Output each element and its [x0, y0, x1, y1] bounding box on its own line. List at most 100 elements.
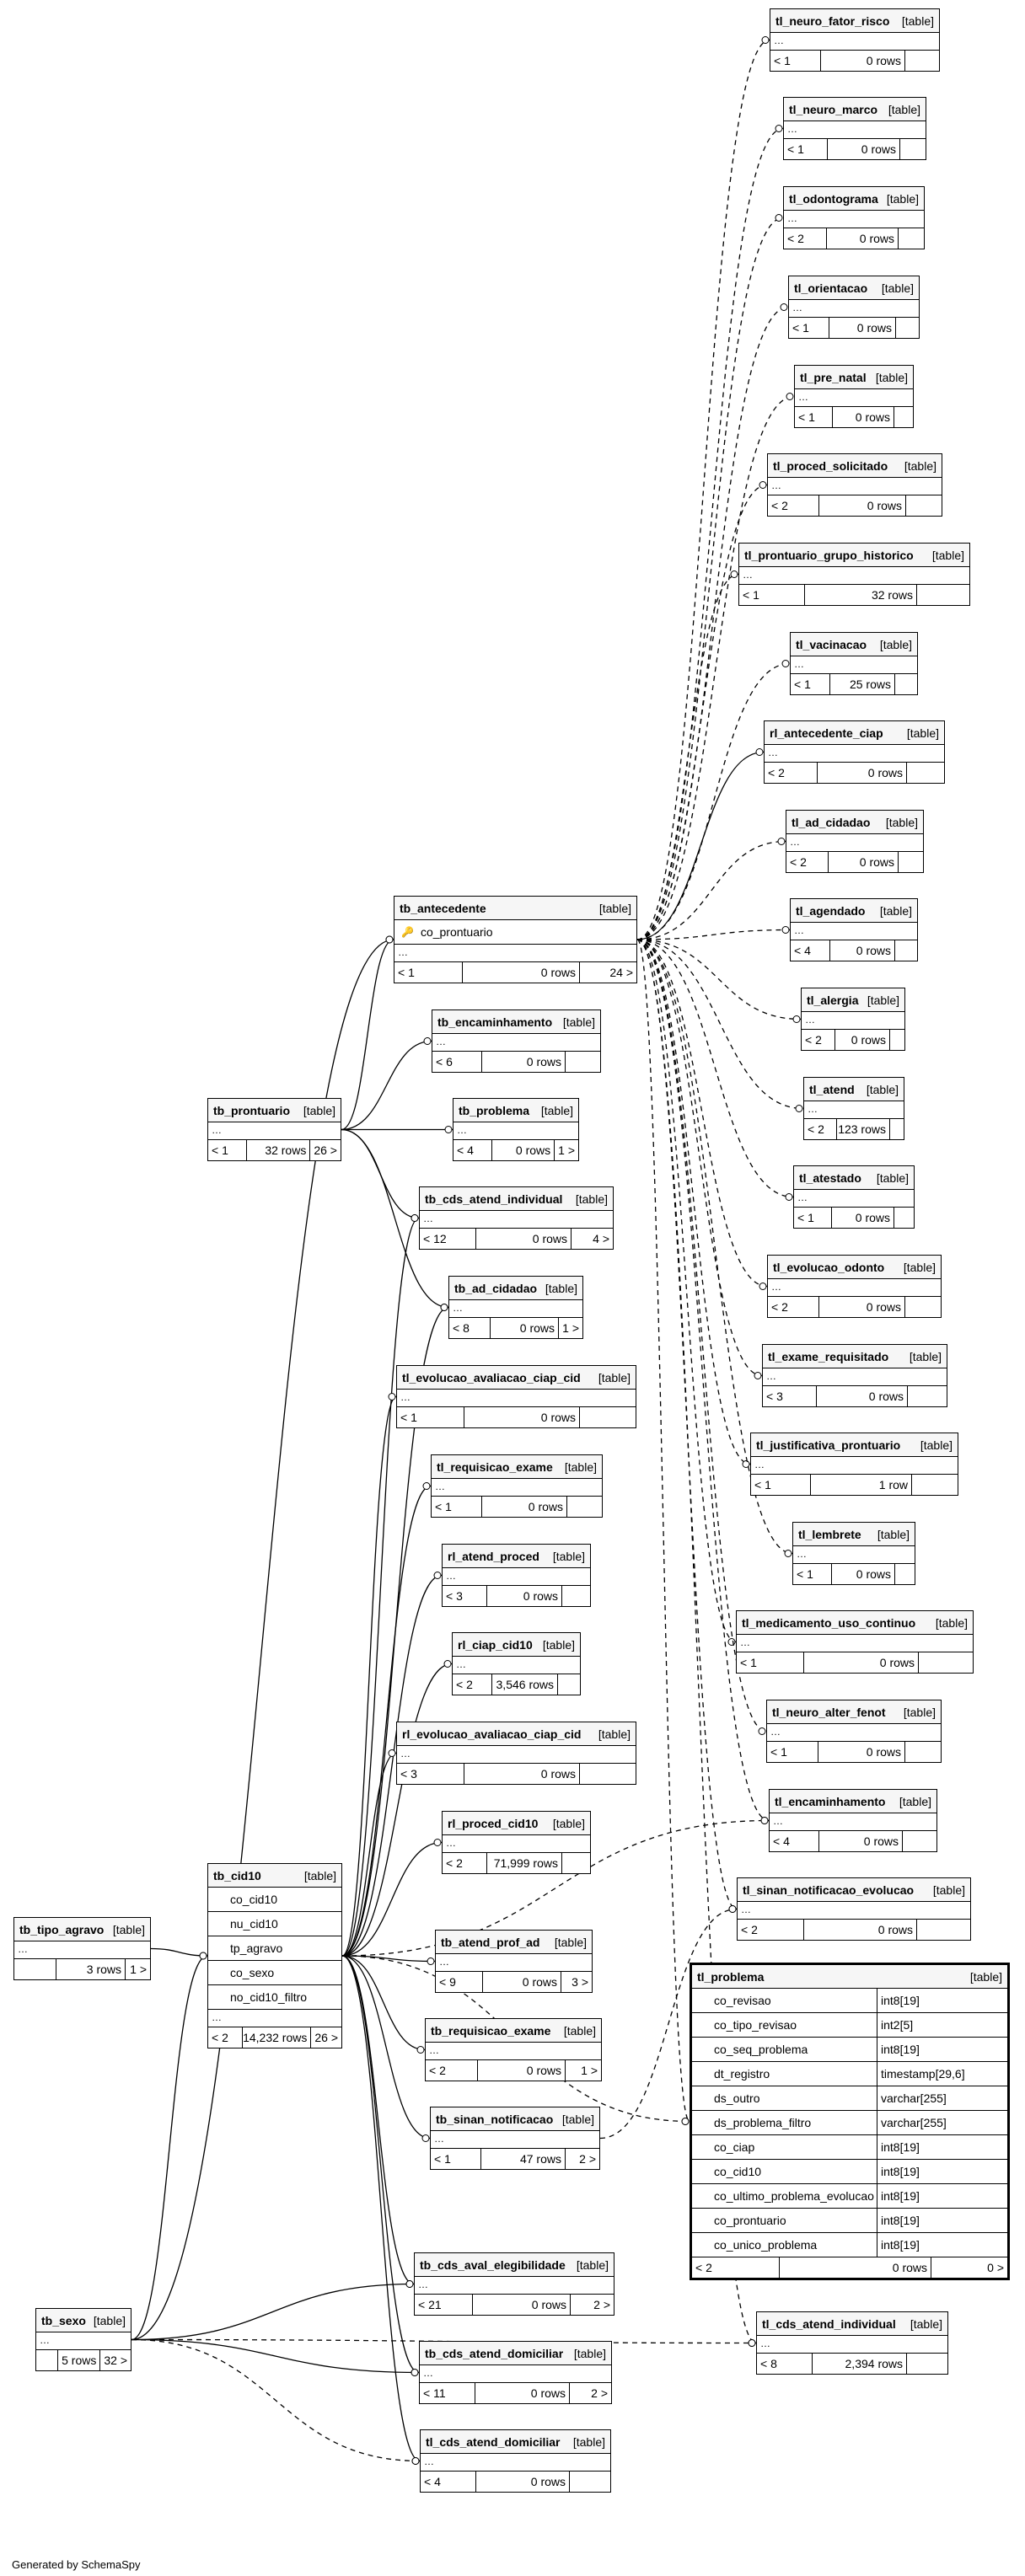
table-tl_evolucao_avaliacao_ciap_cid[interactable]: tl_evolucao_avaliacao_ciap_cid[table]…< … [396, 1365, 636, 1428]
parent-count: < 4 [773, 1834, 790, 1848]
column-row[interactable]: nu_cid10 [208, 1912, 341, 1936]
table-name: tl_lembrete [798, 1527, 861, 1541]
table-tl_prontuario_grupo_historico[interactable]: tl_prontuario_grupo_historico[table]…< 1… [738, 543, 970, 606]
edge-tb_antecedente-tl_proced_solicitado [636, 484, 768, 940]
table-type-label: [table] [572, 2434, 605, 2449]
table-name: tl_encaminhamento [775, 1794, 886, 1808]
child-count [895, 318, 919, 338]
child-count [904, 1297, 941, 1317]
footer-credit: Generated by SchemaSpy [12, 2558, 141, 2571]
table-name: tl_neuro_alter_fenot [772, 1705, 886, 1719]
edge-tb_antecedente-tl_prontuario_grupo_historico [636, 573, 739, 940]
crowfoot-marker [444, 1126, 453, 1133]
column-row[interactable]: co_sexo [208, 1961, 341, 1985]
more-columns-indicator: … [784, 121, 926, 139]
table-name: tb_problema [459, 1103, 530, 1117]
crowfoot-marker [777, 838, 786, 845]
parent-count: < 2 [768, 766, 785, 779]
table-type-label: [table] [866, 1082, 899, 1096]
column-row[interactable]: tp_agravo [208, 1936, 341, 1961]
row-count: 32 rows [804, 585, 916, 605]
table-name: tb_sexo [41, 2313, 86, 2327]
table-type-label: [table] [910, 2316, 942, 2331]
edge-tb_antecedente-tl_atend [636, 939, 804, 1110]
parent-count: < 2 [741, 1923, 758, 1936]
table-type-label: [table] [886, 191, 919, 206]
table-name: tb_atend_prof_ad [441, 1935, 540, 1949]
column-row[interactable]: no_cid10_filtro [208, 1985, 341, 2010]
edge-tb_antecedente-tl_atestado [636, 939, 794, 1198]
table-header: tl_requisicao_exame[table] [432, 1455, 602, 1479]
table-tl_sinan_notificacao_evolucao[interactable]: tl_sinan_notificacao_evolucao[table]…< 2… [737, 1877, 971, 1941]
parent-count: < 2 [808, 1122, 824, 1136]
column-type: int8[19] [877, 2209, 1007, 2232]
table-type-label: [table] [93, 2313, 126, 2327]
table-name: tb_tipo_agravo [19, 1922, 105, 1936]
edge-tb_prontuario-tb_antecedente [341, 939, 394, 1131]
table-type-label: [table] [906, 726, 939, 740]
child-count [916, 585, 969, 605]
table-header: tl_evolucao_avaliacao_ciap_cid[table] [397, 1366, 636, 1390]
column-row[interactable]: co_cid10 [208, 1888, 341, 1912]
edge-tb_antecedente-tl_ad_cidadao [636, 840, 786, 940]
table-rl_evolucao_avaliacao_ciap_cid[interactable]: rl_evolucao_avaliacao_ciap_cid[table]…< … [396, 1722, 636, 1785]
column-row[interactable]: 🔑co_prontuario [394, 920, 636, 945]
column-name: co_prontuario [420, 925, 493, 939]
table-type-label: [table] [303, 1868, 336, 1882]
